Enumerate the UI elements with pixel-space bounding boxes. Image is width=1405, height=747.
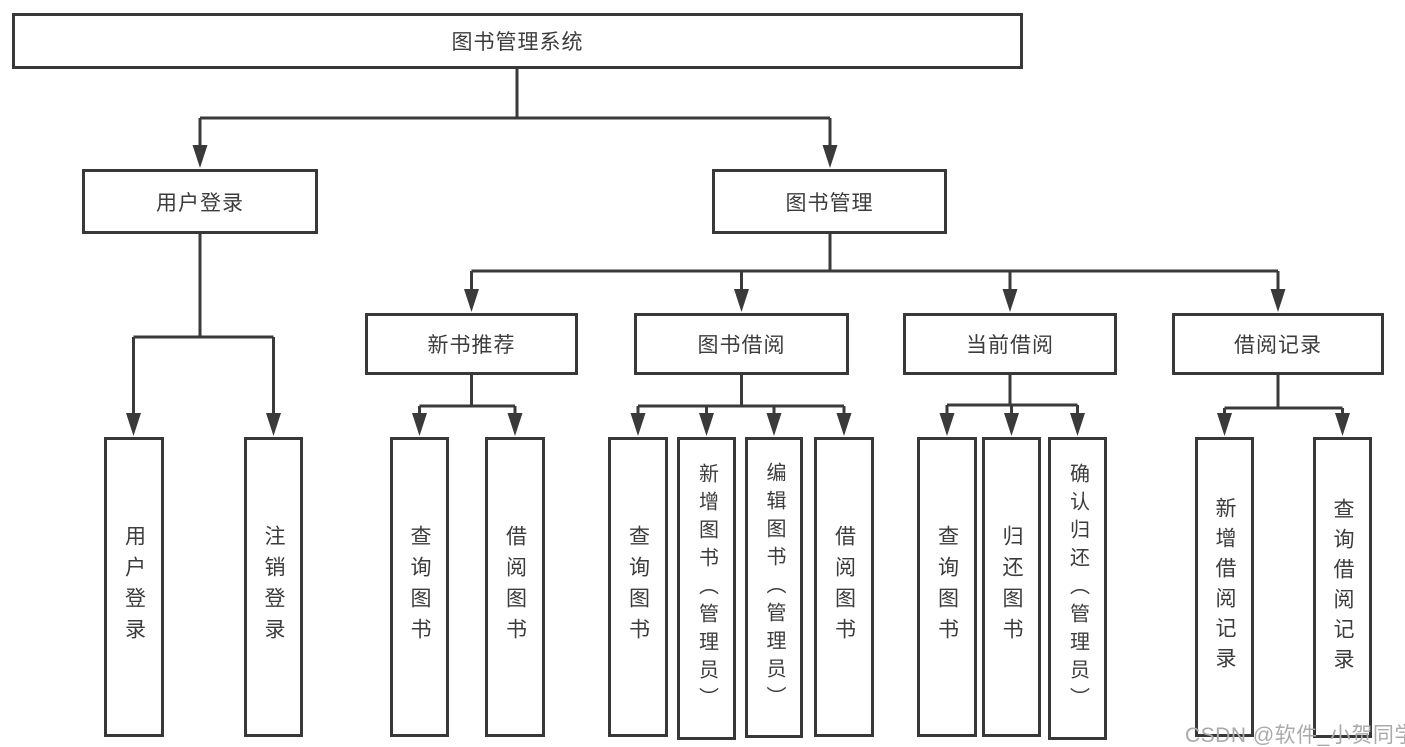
leaf-query-books-3: 查询图书 [917,437,977,737]
leaf-return-books-label: 归还图书 [1000,525,1023,649]
node-root-system: 图书管理系统 [12,13,1023,69]
watermark: CSDN @软件_小贺同学 [1185,724,1405,747]
leaf-add-book-admin-label: 新增图书（管理员） [695,462,718,715]
node-current-borrow: 当前借阅 [903,313,1117,375]
leaf-return-books: 归还图书 [982,437,1041,737]
node-root-system-label: 图书管理系统 [451,31,584,54]
leaf-borrow-books-1-label: 借阅图书 [503,525,527,649]
node-user-login: 用户登录 [82,169,318,234]
leaf-user-login-label: 用户登录 [122,525,146,649]
node-book-borrow-label: 图书借阅 [697,334,786,357]
node-current-borrow-label: 当前借阅 [966,334,1054,357]
node-borrow-records-label: 借阅记录 [1234,334,1322,357]
leaf-add-book-admin: 新增图书（管理员） [677,437,736,740]
leaf-add-borrow-record: 新增借阅记录 [1195,437,1254,737]
node-book-management: 图书管理 [712,169,947,234]
node-book-borrow: 图书借阅 [634,313,849,375]
leaf-logout: 注销登录 [244,437,303,737]
connector-arrowheads [126,145,1350,436]
leaf-borrow-books-2-label: 借阅图书 [832,525,856,649]
leaf-borrow-books-1: 借阅图书 [485,437,545,737]
node-new-book-recommend: 新书推荐 [365,313,578,375]
leaf-edit-book-admin-label: 编辑图书（管理员） [763,461,785,714]
connector-strokes [132,68,1344,415]
leaf-query-books-3-label: 查询图书 [935,525,959,649]
leaf-query-borrow-record: 查询借阅记录 [1313,437,1372,738]
node-new-book-recommend-label: 新书推荐 [427,334,516,357]
leaf-confirm-return-admin-label: 确认归还（管理员） [1066,462,1089,715]
leaf-borrow-books-2: 借阅图书 [814,437,874,737]
node-borrow-records: 借阅记录 [1172,313,1384,375]
leaf-query-books-1: 查询图书 [390,437,449,737]
leaf-query-books-2: 查询图书 [608,437,668,737]
leaf-confirm-return-admin: 确认归还（管理员） [1048,437,1107,740]
node-user-login-label: 用户登录 [156,191,244,215]
leaf-query-books-1-label: 查询图书 [408,525,431,649]
node-book-management-label: 图书管理 [785,191,874,215]
leaf-user-login: 用户登录 [104,437,164,737]
leaf-add-borrow-record-label: 新增借阅记录 [1213,497,1236,677]
leaf-logout-label: 注销登录 [262,525,285,649]
leaf-edit-book-admin: 编辑图书（管理员） [745,437,803,738]
leaf-query-books-2-label: 查询图书 [626,525,650,649]
leaf-query-borrow-record-label: 查询借阅记录 [1331,497,1354,678]
